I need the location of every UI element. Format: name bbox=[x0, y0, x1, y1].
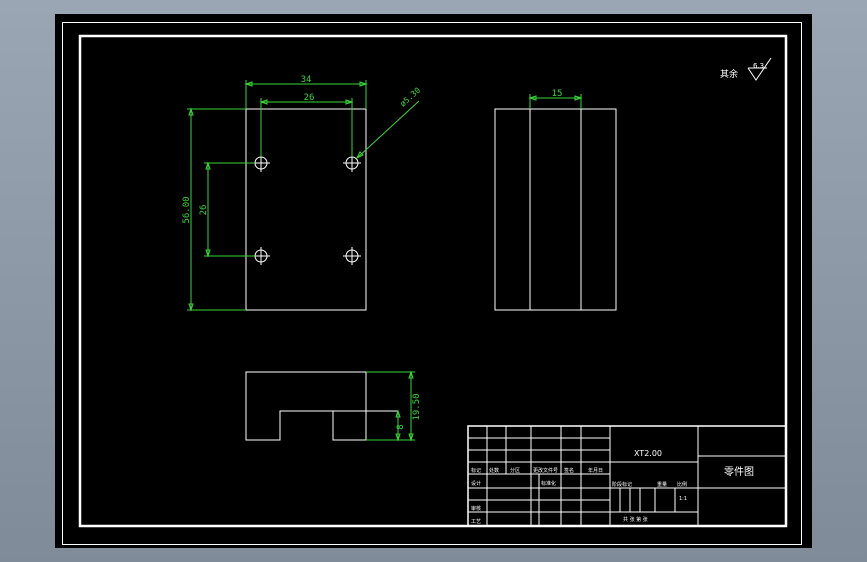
tb-row-label-4: 更改文件号 bbox=[533, 467, 558, 474]
dim-label-8: 8 bbox=[396, 424, 406, 429]
dim-label-34: 34 bbox=[301, 75, 312, 85]
tb-scale-value: 1:1 bbox=[679, 496, 687, 502]
top-view: 34 26 56.00 26 bbox=[182, 75, 422, 312]
tb-row-label-1: 标记 bbox=[471, 467, 481, 474]
tb-role-1: 设计 bbox=[471, 480, 481, 487]
side-view-outline bbox=[494, 108, 617, 311]
top-view-outline bbox=[245, 108, 367, 311]
tb-stage-label: 阶段标记 bbox=[612, 481, 632, 488]
roughness-label: 其余 bbox=[720, 68, 738, 80]
hole-bottom-right bbox=[343, 247, 361, 265]
dim-label-15: 15 bbox=[552, 89, 563, 99]
tb-scale-label: 比例 bbox=[677, 481, 687, 488]
cad-drawing: 34 26 56.00 26 bbox=[62, 22, 802, 545]
dim-side-width: 15 bbox=[528, 89, 583, 109]
outer-frame bbox=[62, 22, 802, 545]
dim-label-26-h: 26 bbox=[304, 93, 315, 103]
tb-row-label-3: 分区 bbox=[510, 467, 520, 474]
roughness-icon bbox=[747, 57, 772, 81]
surface-roughness: 其余 6.3 bbox=[720, 57, 772, 81]
dim-height-outer: 56.00 bbox=[182, 107, 246, 312]
hole-callout: ø5.30 bbox=[355, 86, 422, 160]
tb-drawing-number: XT2.00 bbox=[634, 449, 662, 458]
front-view-outline bbox=[245, 371, 367, 441]
tb-role-2: 标准化 bbox=[541, 480, 556, 487]
tb-row-label-5: 签名 bbox=[564, 467, 574, 474]
dim-label-26-v: 26 bbox=[199, 205, 209, 216]
title-block: 标记 处数 分区 更改文件号 签名 年月日 设计 标准化 审核 工艺 阶段标记 … bbox=[467, 425, 787, 527]
front-view: 19.50 8 bbox=[245, 370, 422, 442]
dim-label-19-50: 19.50 bbox=[412, 393, 422, 420]
roughness-value: 6.3 bbox=[753, 62, 764, 70]
tb-weight-label: 重量 bbox=[657, 481, 667, 488]
tb-sheet-text: 共 张 第 张 bbox=[623, 516, 648, 523]
dim-width-inner: 26 bbox=[259, 93, 354, 157]
side-view: 15 bbox=[494, 89, 617, 311]
tb-row-label-6: 年月日 bbox=[588, 467, 603, 474]
tb-role-4: 工艺 bbox=[471, 519, 481, 525]
dim-front-slot: 8 bbox=[395, 409, 406, 442]
inner-frame bbox=[78, 34, 788, 528]
dim-height-inner: 26 bbox=[199, 161, 255, 258]
drawing-canvas[interactable]: 34 26 56.00 26 bbox=[55, 14, 812, 548]
dim-width-outer: 34 bbox=[244, 75, 368, 109]
dim-label-56: 56.00 bbox=[182, 196, 192, 223]
tb-row-label-2: 处数 bbox=[489, 467, 499, 474]
tb-role-3: 审核 bbox=[471, 505, 481, 512]
tb-drawing-name: 零件图 bbox=[724, 466, 754, 478]
hole-callout-label: ø5.30 bbox=[398, 86, 422, 109]
dim-front-height: 19.50 bbox=[366, 370, 422, 442]
